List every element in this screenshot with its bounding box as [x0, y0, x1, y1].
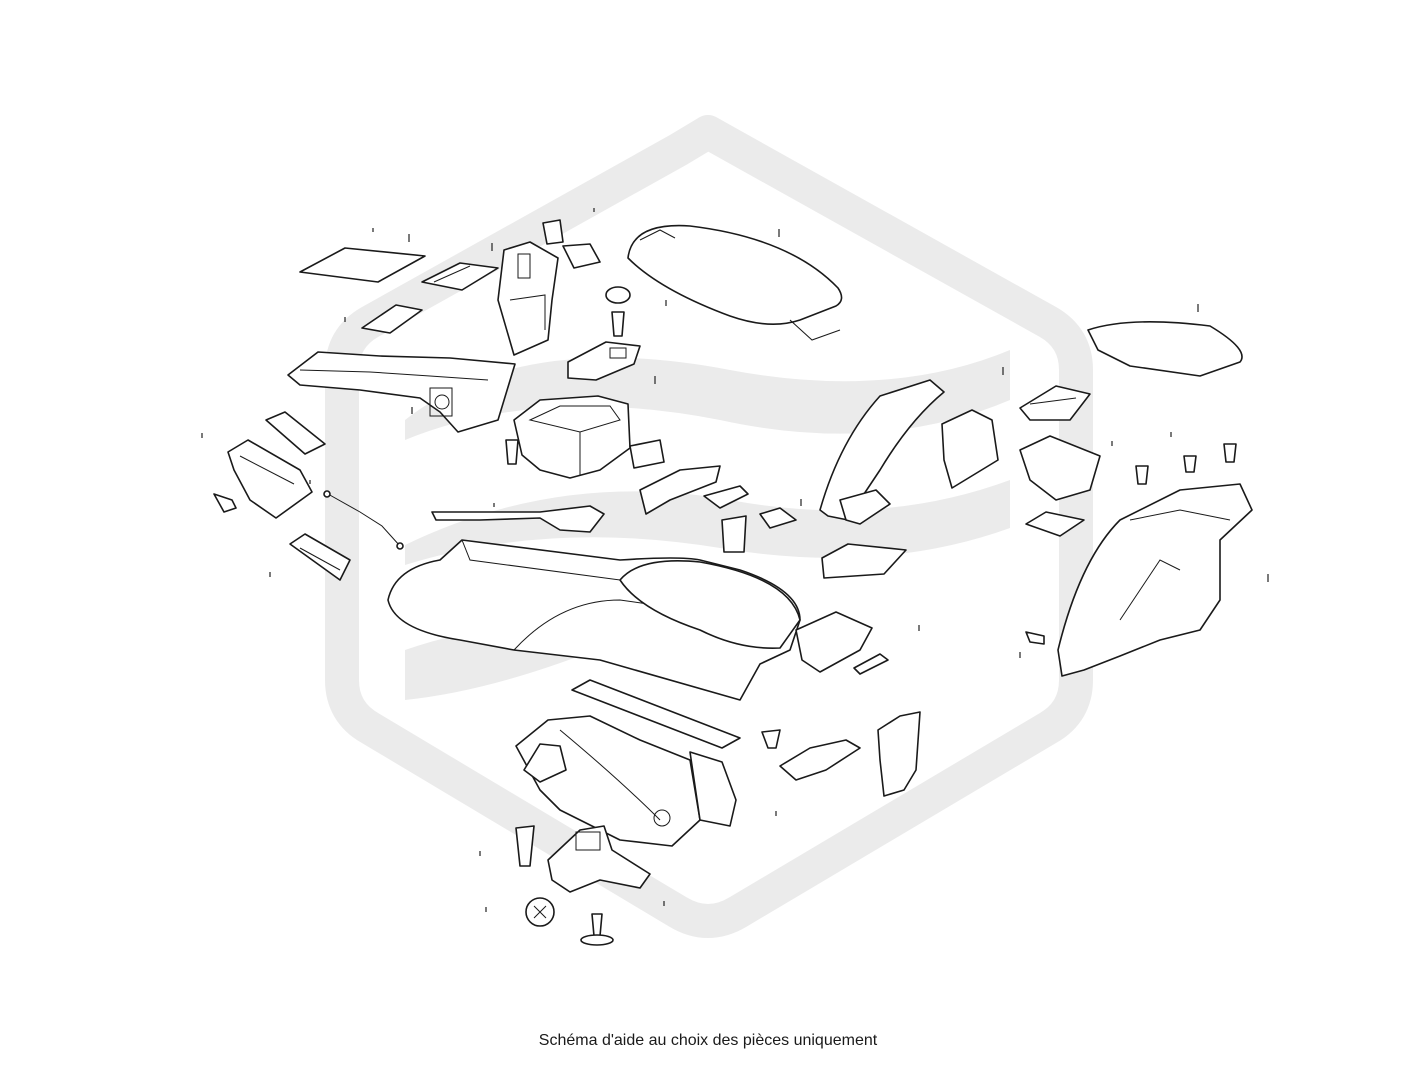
bracket-clip-left[interactable]: [639, 465, 721, 515]
side-trim-right[interactable]: [795, 611, 873, 673]
rear-trim-plate[interactable]: [265, 411, 326, 455]
front-console-housing[interactable]: [1057, 483, 1253, 677]
usb-module[interactable]: [289, 533, 351, 581]
trim-strip[interactable]: [431, 505, 605, 533]
plug-cap[interactable]: [605, 286, 631, 304]
wire-bracket[interactable]: [779, 739, 861, 781]
mounting-bracket-right[interactable]: [941, 409, 999, 489]
control-module-bracket[interactable]: [1019, 435, 1101, 501]
trim-panel-top-small[interactable]: [421, 262, 499, 291]
gear-selector-frame[interactable]: [523, 743, 567, 783]
vertical-bracket[interactable]: [497, 241, 559, 356]
clip-connector[interactable]: [542, 219, 564, 245]
pad-insert[interactable]: [361, 304, 423, 334]
screw-icon[interactable]: [1183, 455, 1197, 473]
switch-panel[interactable]: [567, 341, 641, 381]
screw-icon[interactable]: [580, 913, 614, 946]
side-panel-curved[interactable]: [819, 379, 945, 525]
screw-icon[interactable]: [525, 897, 555, 927]
wiring-harness[interactable]: [323, 490, 404, 550]
armrest-base[interactable]: [619, 560, 801, 649]
rear-vent-housing[interactable]: [227, 439, 313, 519]
foam-square[interactable]: [1025, 511, 1085, 537]
clip-bolt[interactable]: [761, 729, 781, 749]
shifter-mount[interactable]: [547, 825, 651, 893]
screw-icon[interactable]: [1223, 443, 1237, 463]
insulation-pad[interactable]: [571, 679, 741, 749]
diagram-caption: Schéma d'aide au choix des pièces unique…: [538, 1032, 878, 1049]
clip-hook[interactable]: [759, 507, 797, 529]
shifter-bezel[interactable]: [689, 751, 737, 827]
switch-bezel[interactable]: [1019, 385, 1091, 421]
trim-bezel-large[interactable]: [1087, 321, 1243, 377]
trim-panel-top-left[interactable]: [299, 247, 426, 283]
latch-strip[interactable]: [853, 653, 889, 675]
vertical-support-bracket[interactable]: [877, 711, 921, 797]
seal-pad[interactable]: [629, 439, 665, 469]
screw-icon[interactable]: [515, 825, 535, 867]
spacer-block[interactable]: [721, 515, 747, 553]
heat-shield[interactable]: [821, 543, 907, 579]
bolt-small[interactable]: [505, 439, 519, 465]
upper-console-frame[interactable]: [287, 351, 516, 433]
screw-icon[interactable]: [1025, 631, 1045, 645]
screw-icon[interactable]: [611, 311, 625, 337]
storage-bin-unit[interactable]: [513, 395, 631, 479]
screw-icon[interactable]: [1135, 465, 1149, 485]
bracket-clip-mid[interactable]: [703, 485, 749, 509]
foam-pad[interactable]: [562, 243, 601, 269]
armrest-lid[interactable]: [627, 224, 843, 341]
screw-icon[interactable]: [213, 493, 237, 513]
